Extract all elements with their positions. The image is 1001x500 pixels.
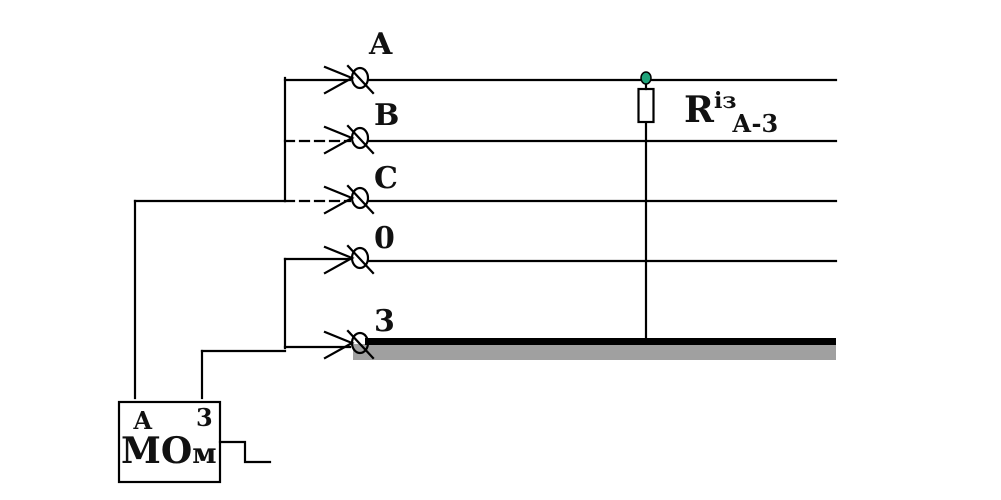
meter-box [117, 400, 222, 484]
line-label-a: A [369, 27, 393, 62]
meter-name-main: МО [121, 430, 193, 472]
resistor-label: R із А-3 [684, 89, 778, 136]
meter-terminal-3-label: 3 [196, 403, 213, 432]
resistor-body [637, 87, 655, 124]
terminal-c-symbol [323, 184, 375, 215]
line-label-3: 3 [374, 304, 395, 339]
line-label-b: B [374, 98, 400, 133]
line-label-c: C [374, 161, 398, 196]
meter-name-small: м [192, 437, 217, 470]
terminal-0-symbol [323, 244, 375, 275]
resistor-subscript: А-3 [732, 109, 779, 138]
meter-name: МОм [121, 433, 217, 469]
ground-bus [365, 338, 836, 345]
resistor-symbol: R [684, 89, 714, 131]
meter-terminal-a-label: А [133, 406, 153, 435]
indicator-dot [640, 71, 652, 85]
line-label-0: 0 [374, 221, 395, 256]
resistor-superscript: із [714, 88, 737, 114]
terminal-b-symbol [323, 124, 375, 155]
meter-pointer-lead [218, 440, 272, 464]
terminal-3-symbol [323, 329, 375, 360]
terminal-a-symbol [323, 64, 375, 95]
ground-bus-shadow [353, 344, 836, 360]
